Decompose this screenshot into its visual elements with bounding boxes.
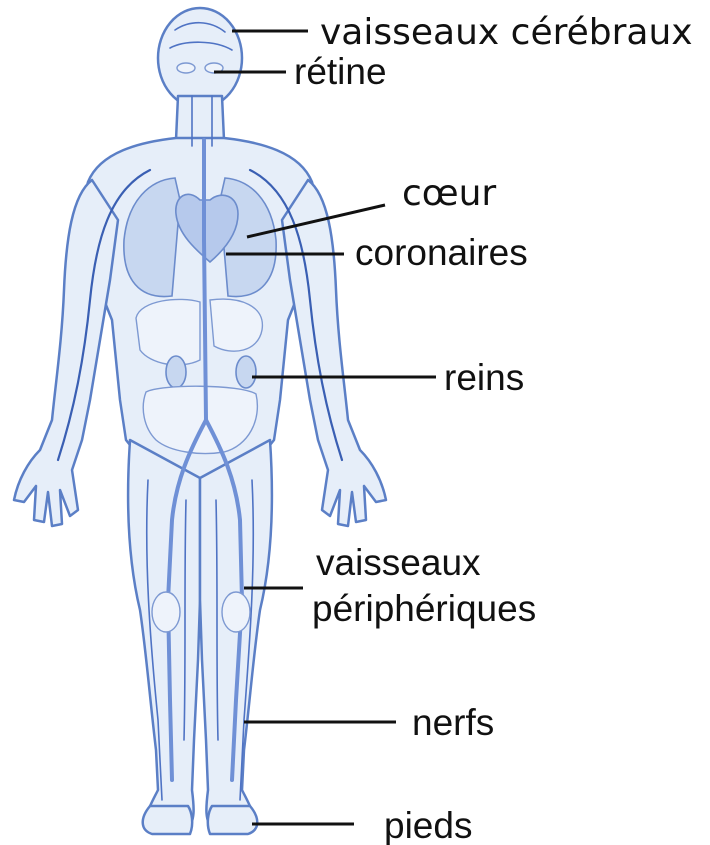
knee-left [152, 592, 180, 632]
label-coronaries: coronaires [355, 232, 528, 273]
label-peripheral-line2: périphériques [312, 588, 536, 629]
aorta [204, 140, 206, 420]
labels: vaisseaux cérébraux rétine cœur coronair… [294, 12, 693, 845]
foot-left [143, 806, 192, 834]
label-feet: pieds [384, 805, 472, 845]
label-nerves: nerfs [412, 702, 494, 743]
label-brain-vessels: vaisseaux cérébraux [320, 12, 693, 53]
neck [176, 96, 224, 140]
knee-right [222, 592, 250, 632]
label-retina: rétine [294, 51, 387, 92]
eye-left [177, 63, 195, 73]
foot-right [208, 806, 257, 834]
kidney-left [166, 356, 186, 388]
liver [136, 299, 200, 365]
label-kidneys: reins [444, 357, 524, 398]
intestines [143, 386, 257, 453]
human-body-illustration [14, 8, 386, 834]
label-peripheral-line1: vaisseaux [316, 542, 481, 583]
leg-left [128, 440, 200, 830]
label-heart: cœur [402, 173, 496, 214]
kidney-right [236, 356, 256, 388]
